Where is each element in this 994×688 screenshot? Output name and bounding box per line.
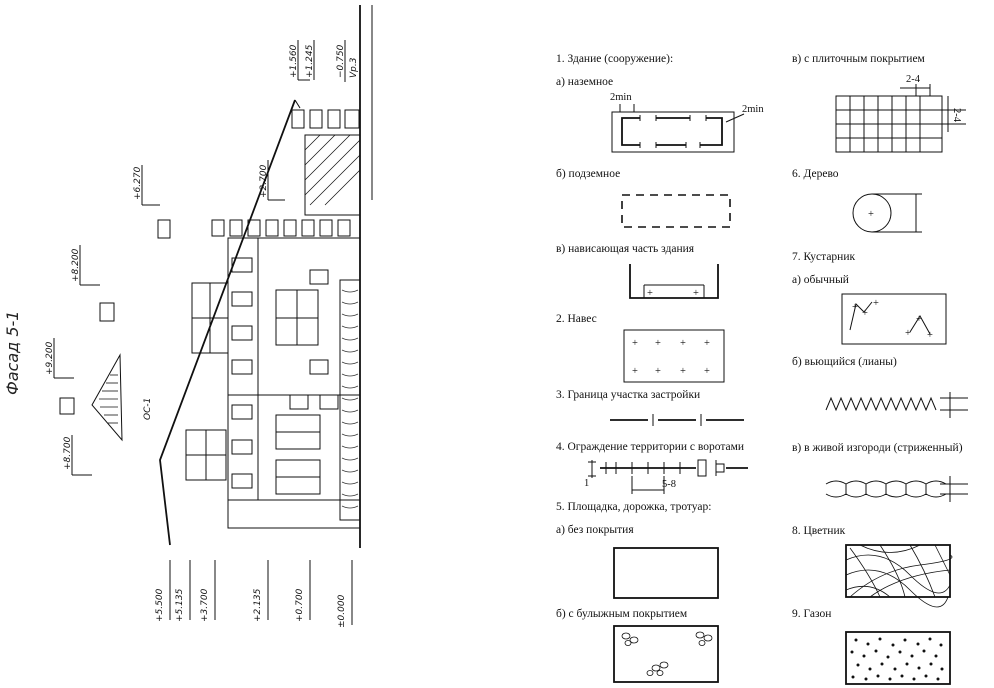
svg-text:+5.135: +5.135 xyxy=(175,588,185,622)
svg-text:2min: 2min xyxy=(610,92,632,103)
windows xyxy=(185,282,321,495)
upper-wall-hatch xyxy=(304,134,361,206)
symbol-tree: + xyxy=(852,193,922,233)
svg-text:2-4: 2-4 xyxy=(906,74,921,85)
legend-column-1: 1. Здание (сооружение): а) наземное 2min… xyxy=(556,53,764,683)
axis-label: ОС-1 xyxy=(143,398,153,420)
legend-tree: 6. Дерево xyxy=(792,168,839,180)
legend-shrub-hedge: в) в живой изгороди (стриженный) xyxy=(792,442,963,454)
svg-text:+: + xyxy=(647,288,653,299)
legend-shrub: 7. Кустарник xyxy=(792,251,855,263)
legend-building-overhang: в) нависающая часть здания xyxy=(556,243,695,255)
svg-text:+: + xyxy=(927,330,933,341)
legend-plot-border: 3. Граница участка застройки xyxy=(556,389,700,401)
symbol-no-cover xyxy=(613,547,719,599)
svg-text:+: + xyxy=(873,298,879,309)
svg-text:+: + xyxy=(680,366,686,377)
svg-text:+: + xyxy=(852,302,858,313)
svg-text:+8.700: +8.700 xyxy=(63,436,73,470)
elevations-bottom: +5.500 +5.135 +3.700 +2.135 +0.700 ±0.00… xyxy=(155,560,353,628)
svg-text:+1.245: +1.245 xyxy=(305,44,315,78)
legend-lawn: 9. Газон xyxy=(792,608,831,620)
chimney-3 xyxy=(59,397,75,415)
legend-area-no-cover: а) без покрытия xyxy=(556,524,634,536)
facade-drawing: Фасад 5-1 ОС-1 xyxy=(3,5,373,628)
legend-canopy: 2. Навес xyxy=(556,313,597,325)
svg-text:1: 1 xyxy=(584,478,589,489)
svg-text:Vp.3: Vp.3 xyxy=(349,57,359,78)
legend-shrub-normal: а) обычный xyxy=(792,274,849,286)
svg-text:+8.200: +8.200 xyxy=(71,248,81,282)
symbol-overhang: ++ xyxy=(629,264,719,299)
legend-column-2: в) с плиточным покрытием 2-4 2-4 6. Дере… xyxy=(792,53,968,685)
svg-text:+: + xyxy=(680,338,686,349)
symbol-shrub: + + + + + + xyxy=(841,293,947,345)
svg-text:+: + xyxy=(704,338,710,349)
legend-flowerbed: 8. Цветник xyxy=(792,525,846,537)
svg-text:+0.700: +0.700 xyxy=(295,588,305,622)
symbol-canopy: + + + + + + + + xyxy=(623,329,725,383)
chimney-2 xyxy=(99,302,115,322)
svg-text:+: + xyxy=(905,328,911,339)
svg-text:2min: 2min xyxy=(742,104,764,115)
svg-text:+: + xyxy=(862,308,868,319)
svg-text:±0.000: ±0.000 xyxy=(337,594,347,628)
svg-text:+6.270: +6.270 xyxy=(133,166,143,200)
svg-text:+: + xyxy=(916,314,922,325)
chimney-1 xyxy=(157,219,171,239)
svg-text:+9.200: +9.200 xyxy=(45,341,55,375)
svg-text:+: + xyxy=(632,338,638,349)
symbol-flowerbed xyxy=(845,544,953,608)
symbol-lawn xyxy=(845,631,951,685)
svg-text:+2.700: +2.700 xyxy=(259,164,269,198)
legend-building-ground: а) наземное xyxy=(556,76,613,88)
stone-column xyxy=(339,279,361,521)
gable-hatch xyxy=(99,374,118,424)
svg-text:+: + xyxy=(868,209,874,220)
symbol-ground-building: 2min 2min xyxy=(610,92,764,153)
gable-triangle xyxy=(91,353,123,442)
elevations-left: +6.270 +2.700 +8.200 +9.200 +8.700 xyxy=(45,160,285,476)
upper-wall-block xyxy=(304,134,361,216)
svg-text:+1.560: +1.560 xyxy=(289,44,299,78)
svg-text:+: + xyxy=(655,366,661,377)
legend-building-underground: б) подземное xyxy=(556,168,620,180)
legend-fence: 4. Ограждение территории с воротами xyxy=(556,441,744,453)
legend-building-heading: 1. Здание (сооружение): xyxy=(556,53,673,65)
legend-shrub-climbing: б) вьющийся (лианы) xyxy=(792,356,897,368)
symbol-underground-building xyxy=(621,194,731,228)
symbol-tiles: 2-4 2-4 xyxy=(835,74,966,153)
svg-text:2-4: 2-4 xyxy=(951,108,962,123)
symbol-plot-border xyxy=(610,414,744,426)
wall-blocks xyxy=(211,109,360,237)
svg-text:−0.750: −0.750 xyxy=(336,44,346,78)
legend-area-heading: 5. Площадка, дорожка, тротуар: xyxy=(556,501,711,513)
svg-text:+: + xyxy=(655,338,661,349)
symbol-fence: 1 5-8 xyxy=(584,459,748,494)
svg-text:+5.500: +5.500 xyxy=(155,588,165,622)
legend-tiles: в) с плиточным покрытием xyxy=(792,53,926,65)
stone-texture xyxy=(341,289,359,509)
facade-bricks xyxy=(231,257,339,489)
symbol-climbing xyxy=(825,392,968,418)
drawing-title: Фасад 5-1 xyxy=(3,311,22,395)
svg-text:+3.700: +3.700 xyxy=(200,588,210,622)
legend-area-cobble: б) с булыжным покрытием xyxy=(556,608,688,620)
elevations-top: +1.560 +1.245 −0.750 Vp.3 xyxy=(289,40,359,82)
symbol-hedge xyxy=(825,476,968,502)
symbol-cobble xyxy=(613,625,719,683)
svg-text:5-8: 5-8 xyxy=(662,479,676,490)
svg-text:+: + xyxy=(632,366,638,377)
svg-text:+: + xyxy=(704,366,710,377)
svg-text:+: + xyxy=(693,288,699,299)
svg-text:+2.135: +2.135 xyxy=(253,588,263,622)
